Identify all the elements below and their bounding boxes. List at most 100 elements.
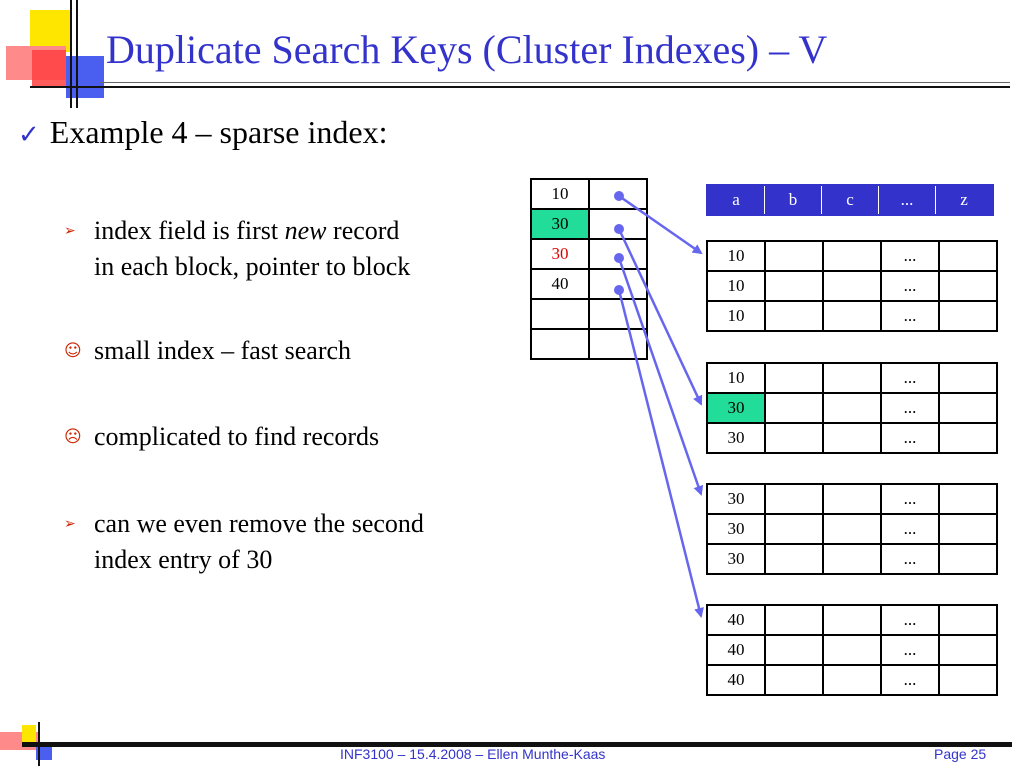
record-cell xyxy=(764,392,824,424)
pointer-line xyxy=(617,228,703,406)
index-key-highlighted: 30 xyxy=(530,208,590,240)
record-cell xyxy=(938,543,998,575)
index-pointer xyxy=(588,208,648,240)
footer-page-number: Page 25 xyxy=(934,746,987,762)
index-key: 40 xyxy=(530,268,590,300)
title-rule xyxy=(30,86,1010,88)
record-cell xyxy=(938,513,998,545)
index-row xyxy=(530,328,648,360)
data-block-3: 30... 30... 30... xyxy=(706,483,998,575)
record-cell xyxy=(938,634,998,666)
record-key: 10 xyxy=(706,362,766,394)
index-row: 30 xyxy=(530,208,648,240)
footer-rule xyxy=(22,742,1012,747)
sub-bullet-text-part: index entry of 30 xyxy=(94,545,273,574)
pointer-line xyxy=(617,289,704,618)
record-dots: ... xyxy=(880,513,940,545)
record-cell xyxy=(764,483,824,515)
record-cell xyxy=(822,362,882,394)
record-cell xyxy=(822,422,882,454)
main-bullet-text: Example 4 – sparse index: xyxy=(49,114,388,150)
record-cell xyxy=(938,362,998,394)
sub-bullet-text: complicated to find records xyxy=(94,422,380,451)
record-dots: ... xyxy=(880,392,940,424)
header-cell: a xyxy=(706,184,765,216)
sub-bullet-text: small index – fast search xyxy=(94,336,352,365)
record-cell xyxy=(822,300,882,332)
index-row xyxy=(530,298,648,330)
record-cell xyxy=(764,300,824,332)
record-row: 30... xyxy=(706,513,998,545)
record-cell xyxy=(938,422,998,454)
pointer-line xyxy=(617,257,704,496)
record-row: 30... xyxy=(706,543,998,575)
record-row: 10... xyxy=(706,240,998,272)
record-cell xyxy=(764,240,824,272)
record-cell xyxy=(938,240,998,272)
header-cell: c xyxy=(821,184,879,216)
record-dots: ... xyxy=(880,362,940,394)
header-row: a b c ... z xyxy=(706,184,994,216)
index-pointer xyxy=(588,328,648,360)
footer-logo-square-yellow xyxy=(22,725,36,747)
record-cell xyxy=(822,664,882,696)
record-dots: ... xyxy=(880,604,940,636)
record-cell xyxy=(764,362,824,394)
index-key-duplicate: 30 xyxy=(530,238,590,270)
pointer-arrow-2 xyxy=(614,224,703,406)
sub-bullet-text-part: can we even remove the second xyxy=(94,509,424,538)
checkmark-icon: ✓ xyxy=(18,120,40,150)
record-cell xyxy=(764,634,824,666)
record-key: 30 xyxy=(706,513,766,545)
pointer-arrow-1 xyxy=(614,191,703,255)
record-dots: ... xyxy=(880,300,940,332)
record-row: 10... xyxy=(706,362,998,394)
sub-bullet-text-part: in each block, pointer to block xyxy=(94,252,411,281)
pointer-line xyxy=(618,194,703,255)
record-dots: ... xyxy=(880,634,940,666)
record-key: 30 xyxy=(706,422,766,454)
pointer-arrow-4 xyxy=(614,285,704,618)
pointer-arrow-3 xyxy=(614,253,704,496)
index-row: 30 xyxy=(530,238,648,270)
record-key: 40 xyxy=(706,604,766,636)
record-cell xyxy=(938,483,998,515)
record-key: 40 xyxy=(706,664,766,696)
footer-logo-line xyxy=(38,722,40,766)
record-dots: ... xyxy=(880,483,940,515)
index-key xyxy=(530,298,590,330)
header-cell: z xyxy=(935,184,994,216)
record-cell xyxy=(938,392,998,424)
record-row: 40... xyxy=(706,634,998,666)
record-cell xyxy=(822,483,882,515)
record-cell xyxy=(822,634,882,666)
sub-bullet-text-part: index field is first xyxy=(94,216,285,245)
logo-square-red xyxy=(32,50,66,86)
logo-line xyxy=(76,0,78,108)
record-key: 40 xyxy=(706,634,766,666)
footer-course-info: INF3100 – 15.4.2008 – Ellen Munthe-Kaas xyxy=(340,746,606,762)
data-block-4: 40... 40... 40... xyxy=(706,604,998,696)
record-cell xyxy=(822,604,882,636)
record-key: 10 xyxy=(706,240,766,272)
record-cell xyxy=(764,270,824,302)
data-block-2: 10... 30... 30... xyxy=(706,362,998,454)
sub-bullet-text: can we even remove the second index entr… xyxy=(94,506,424,578)
title-rule-thin xyxy=(100,82,1010,83)
sub-bullet-emphasis: new xyxy=(284,216,327,245)
record-dots: ... xyxy=(880,270,940,302)
record-dots: ... xyxy=(880,422,940,454)
record-key: 30 xyxy=(706,483,766,515)
index-key xyxy=(530,328,590,360)
record-cell xyxy=(822,240,882,272)
data-block-1: 10... 10... 10... xyxy=(706,240,998,332)
header-cell: ... xyxy=(878,184,936,216)
record-cell xyxy=(938,270,998,302)
frown-face-icon: ☹ xyxy=(64,427,82,447)
logo-square-yellow xyxy=(30,10,70,52)
sub-bullet-text: index field is first new record in each … xyxy=(94,213,410,285)
record-cell xyxy=(822,270,882,302)
index-key: 10 xyxy=(530,178,590,210)
record-key-highlighted: 30 xyxy=(706,392,766,424)
